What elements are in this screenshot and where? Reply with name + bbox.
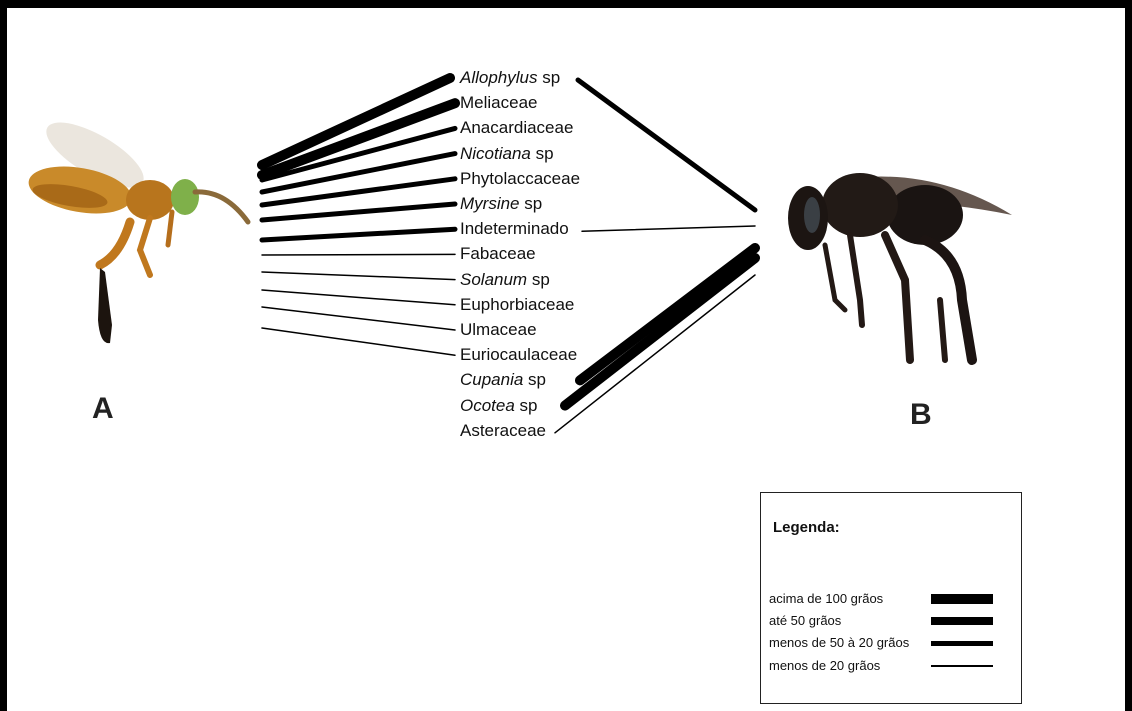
bee-b-link xyxy=(580,248,755,380)
plant-name: Anacardiaceae xyxy=(460,118,573,137)
plant-name: Meliaceae xyxy=(460,93,538,112)
plant-label: Euphorbiaceae xyxy=(460,295,574,315)
plant-suffix: sp xyxy=(538,68,561,87)
plant-label: Ocotea sp xyxy=(460,396,538,416)
plant-suffix: sp xyxy=(523,370,546,389)
plant-name: Allophylus xyxy=(460,68,538,87)
plant-label: Phytolaccaceae xyxy=(460,169,580,189)
bee-b-link xyxy=(555,275,755,433)
bee-b-mid-leg-2 xyxy=(885,235,910,360)
plant-name: Cupania xyxy=(460,370,523,389)
outer-border-left xyxy=(0,0,7,711)
plant-name: Euriocaulaceae xyxy=(460,345,577,364)
bee-b-label: B xyxy=(910,398,932,432)
legend-item: menos de 50 à 20 grãos xyxy=(769,635,909,650)
bee-a-link xyxy=(262,229,455,240)
legend-line-sample xyxy=(931,641,993,646)
bee-a-link xyxy=(262,204,455,220)
plant-label: Solanum sp xyxy=(460,270,550,290)
bee-b-hind-leg-2 xyxy=(940,300,945,360)
bee-a-mid-leg xyxy=(140,218,150,275)
legend-item: acima de 100 grãos xyxy=(769,591,883,606)
bee-a-thorax xyxy=(126,180,174,220)
plant-name: Nicotiana xyxy=(460,144,531,163)
bee-a-link xyxy=(262,78,450,165)
plant-name: Fabaceae xyxy=(460,244,536,263)
plant-label: Indeterminado xyxy=(460,219,569,239)
plant-label: Ulmaceae xyxy=(460,320,537,340)
plant-label: Myrsine sp xyxy=(460,194,542,214)
plant-name: Euphorbiaceae xyxy=(460,295,574,314)
bee-a-link xyxy=(262,103,455,175)
legend-line-sample xyxy=(931,594,993,604)
plant-suffix: sp xyxy=(531,144,554,163)
bee-a-front-leg xyxy=(168,212,172,245)
plant-name: Indeterminado xyxy=(460,219,569,238)
bee-a-links xyxy=(262,78,455,355)
bee-a-head xyxy=(171,179,199,215)
plant-label: Euriocaulaceae xyxy=(460,345,577,365)
bee-b-links xyxy=(555,80,755,433)
bee-b-link xyxy=(565,258,755,406)
outer-border-right xyxy=(1125,0,1132,711)
plant-suffix: sp xyxy=(527,270,550,289)
plant-name: Phytolaccaceae xyxy=(460,169,580,188)
plant-suffix: sp xyxy=(520,194,543,213)
plant-name: Asteraceae xyxy=(460,421,546,440)
plant-name: Myrsine xyxy=(460,194,520,213)
legend-item: menos de 20 grãos xyxy=(769,658,880,673)
plant-label: Cupania sp xyxy=(460,370,546,390)
legend-title: Legenda: xyxy=(773,519,840,536)
bee-b-mid-leg xyxy=(850,235,862,325)
bee-b-link xyxy=(578,80,755,210)
plant-label: Anacardiaceae xyxy=(460,118,573,138)
bee-a-link xyxy=(262,179,455,205)
bee-a-illustration xyxy=(25,110,248,343)
legend-line-sample xyxy=(931,665,993,667)
bee-b-front-leg xyxy=(825,245,845,310)
bee-a-antenna xyxy=(195,192,248,222)
bee-b-illustration xyxy=(788,173,1012,360)
legend-item: até 50 grãos xyxy=(769,613,841,628)
bee-b-thorax xyxy=(822,173,898,237)
bee-b-link xyxy=(582,226,755,231)
bee-a-link xyxy=(262,254,455,255)
bee-a-link xyxy=(262,307,455,330)
bee-b-eye xyxy=(804,197,820,233)
bee-a-link xyxy=(262,272,455,280)
legend-box: Legenda: acima de 100 grãos até 50 grãos m… xyxy=(760,492,1022,704)
plant-suffix: sp xyxy=(515,396,538,415)
plant-label: Nicotiana sp xyxy=(460,144,554,164)
bee-a-label: A xyxy=(92,392,114,426)
outer-border-top xyxy=(0,0,1132,8)
plant-label: Asteraceae xyxy=(460,421,546,441)
bee-a-hind-tibia xyxy=(98,268,112,343)
bee-b-hind-leg xyxy=(925,240,972,360)
plant-label: Meliaceae xyxy=(460,93,538,113)
plant-name: Solanum xyxy=(460,270,527,289)
bee-a-link xyxy=(262,290,455,305)
plant-label: Fabaceae xyxy=(460,244,536,264)
plant-label: Allophylus sp xyxy=(460,68,560,88)
plant-name: Ulmaceae xyxy=(460,320,537,339)
bee-a-hind-leg xyxy=(100,222,130,265)
bee-a-link xyxy=(262,328,455,355)
plant-name: Ocotea xyxy=(460,396,515,415)
legend-line-sample xyxy=(931,617,993,625)
